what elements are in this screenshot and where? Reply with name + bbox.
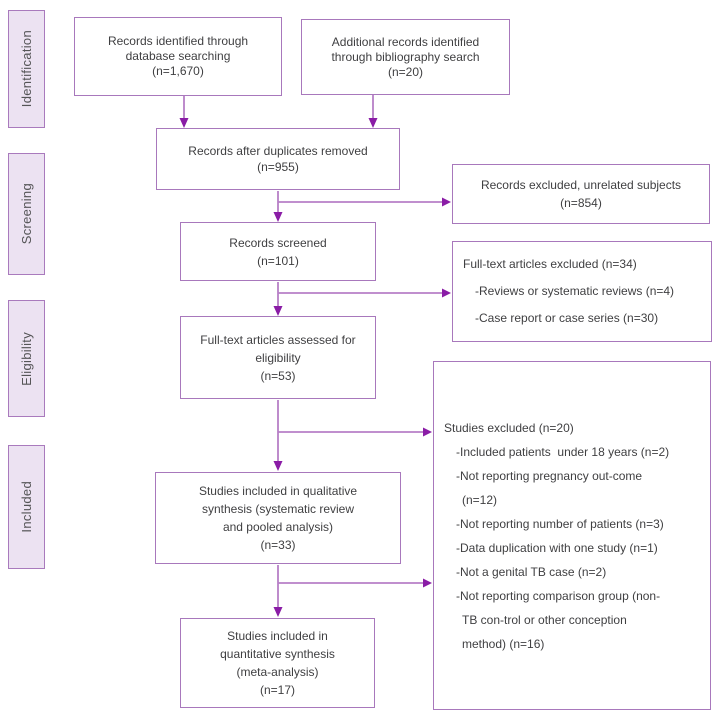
node-text-line: synthesis (systematic review: [201, 502, 355, 516]
node-text-line: Full-text articles assessed for: [200, 332, 356, 347]
node-count: (n=20): [387, 64, 424, 79]
arrow-fulltext-assessed-to-qualitative: [273, 400, 283, 471]
node-text-line: -Not reporting comparison group (non-: [456, 588, 661, 603]
node-text-line: -Case report or case series (n=30): [475, 311, 659, 325]
node-text-line: -Not reporting pregnancy out-come: [456, 468, 643, 483]
node-text-line: (meta-analysis): [236, 665, 319, 679]
stage-label-text: Screening: [19, 183, 34, 245]
arrow-db-search-to-after-duplicates: [179, 96, 189, 128]
node-text-line: method) (n=16): [462, 636, 545, 651]
node-count: (n=101): [257, 253, 299, 268]
node-records-excluded-unrelated: Records excluded, unrelated subjects (n=…: [452, 164, 710, 224]
node-text-line: (n=12): [462, 492, 498, 507]
arrow-to-records-excluded: [278, 197, 451, 207]
stage-label-identification: Identification: [8, 10, 45, 128]
node-text-line: Studies included in qualitative: [198, 484, 358, 498]
node-text-line: Records excluded, unrelated subjects: [480, 178, 682, 192]
node-count: (n=854): [560, 196, 602, 210]
node-text-line: Full-text articles excluded (n=34): [463, 257, 637, 271]
node-text-line: Records after duplicates removed: [188, 144, 368, 158]
node-text-line: through bibliography search: [331, 49, 480, 64]
node-text-line: quantitative synthesis: [220, 647, 335, 661]
node-fulltext-articles-assessed: Full-text articles assessed for eligibil…: [180, 316, 376, 399]
node-studies-quantitative-synthesis: Studies included in quantitative synthes…: [180, 618, 375, 708]
node-text-line: Records screened: [229, 235, 327, 250]
arrow-qualitative-to-quantitative: [273, 565, 283, 617]
node-text-line: -Data duplication with one study (n=1): [456, 540, 658, 555]
node-text-line: -Not a genital TB case (n=2): [456, 564, 607, 579]
node-studies-qualitative-synthesis: Studies included in qualitative synthesi…: [155, 472, 401, 564]
stage-label-included: Included: [8, 445, 45, 569]
node-text-line: Records identified through: [107, 34, 249, 48]
node-text-line: Studies excluded (n=20): [444, 420, 574, 435]
node-records-screened: Records screened (n=101): [180, 222, 376, 281]
arrow-records-screened-to-fulltext-assessed: [273, 282, 283, 316]
stage-label-text: Included: [19, 481, 34, 533]
node-count: (n=53): [260, 368, 296, 383]
node-text-line: and pooled analysis): [222, 520, 334, 534]
stage-label-eligibility: Eligibility: [8, 300, 45, 417]
arrow-to-fulltext-excluded: [278, 288, 451, 298]
node-count: (n=17): [259, 683, 296, 697]
stage-label-text: Identification: [19, 30, 34, 108]
node-text-line: -Not reporting number of patients (n=3): [456, 516, 664, 531]
arrow-after-duplicates-to-records-screened: [273, 191, 283, 222]
node-studies-excluded: Studies excluded (n=20) -Included patien…: [433, 361, 711, 710]
arrow-to-studies-excluded-lower: [278, 578, 432, 588]
node-text-line: database searching: [125, 49, 231, 63]
node-text-line: -Reviews or systematic reviews (n=4): [475, 284, 675, 298]
node-text-line: eligibility: [255, 350, 301, 365]
node-additional-records-bibliography: Additional records identified through bi…: [301, 19, 510, 95]
node-count: (n=1,670): [152, 64, 204, 78]
stage-label-screening: Screening: [8, 153, 45, 275]
stage-label-text: Eligibility: [19, 331, 34, 386]
arrow-bib-search-to-after-duplicates: [368, 95, 378, 128]
node-text-line: -Included patients under 18 years (n=2): [456, 444, 670, 459]
node-count: (n=33): [260, 538, 296, 552]
arrow-to-studies-excluded-upper: [278, 427, 432, 437]
node-text-line: TB con-trol or other conception: [462, 612, 627, 627]
node-text-line: Additional records identified: [331, 34, 480, 49]
node-records-database-searching: Records identified through database sear…: [74, 17, 282, 96]
node-records-after-duplicates-removed: Records after duplicates removed (n=955): [156, 128, 400, 190]
node-text-line: Studies included in: [227, 629, 328, 643]
node-count: (n=955): [257, 160, 299, 174]
node-fulltext-articles-excluded: Full-text articles excluded (n=34) -Revi…: [452, 241, 712, 342]
